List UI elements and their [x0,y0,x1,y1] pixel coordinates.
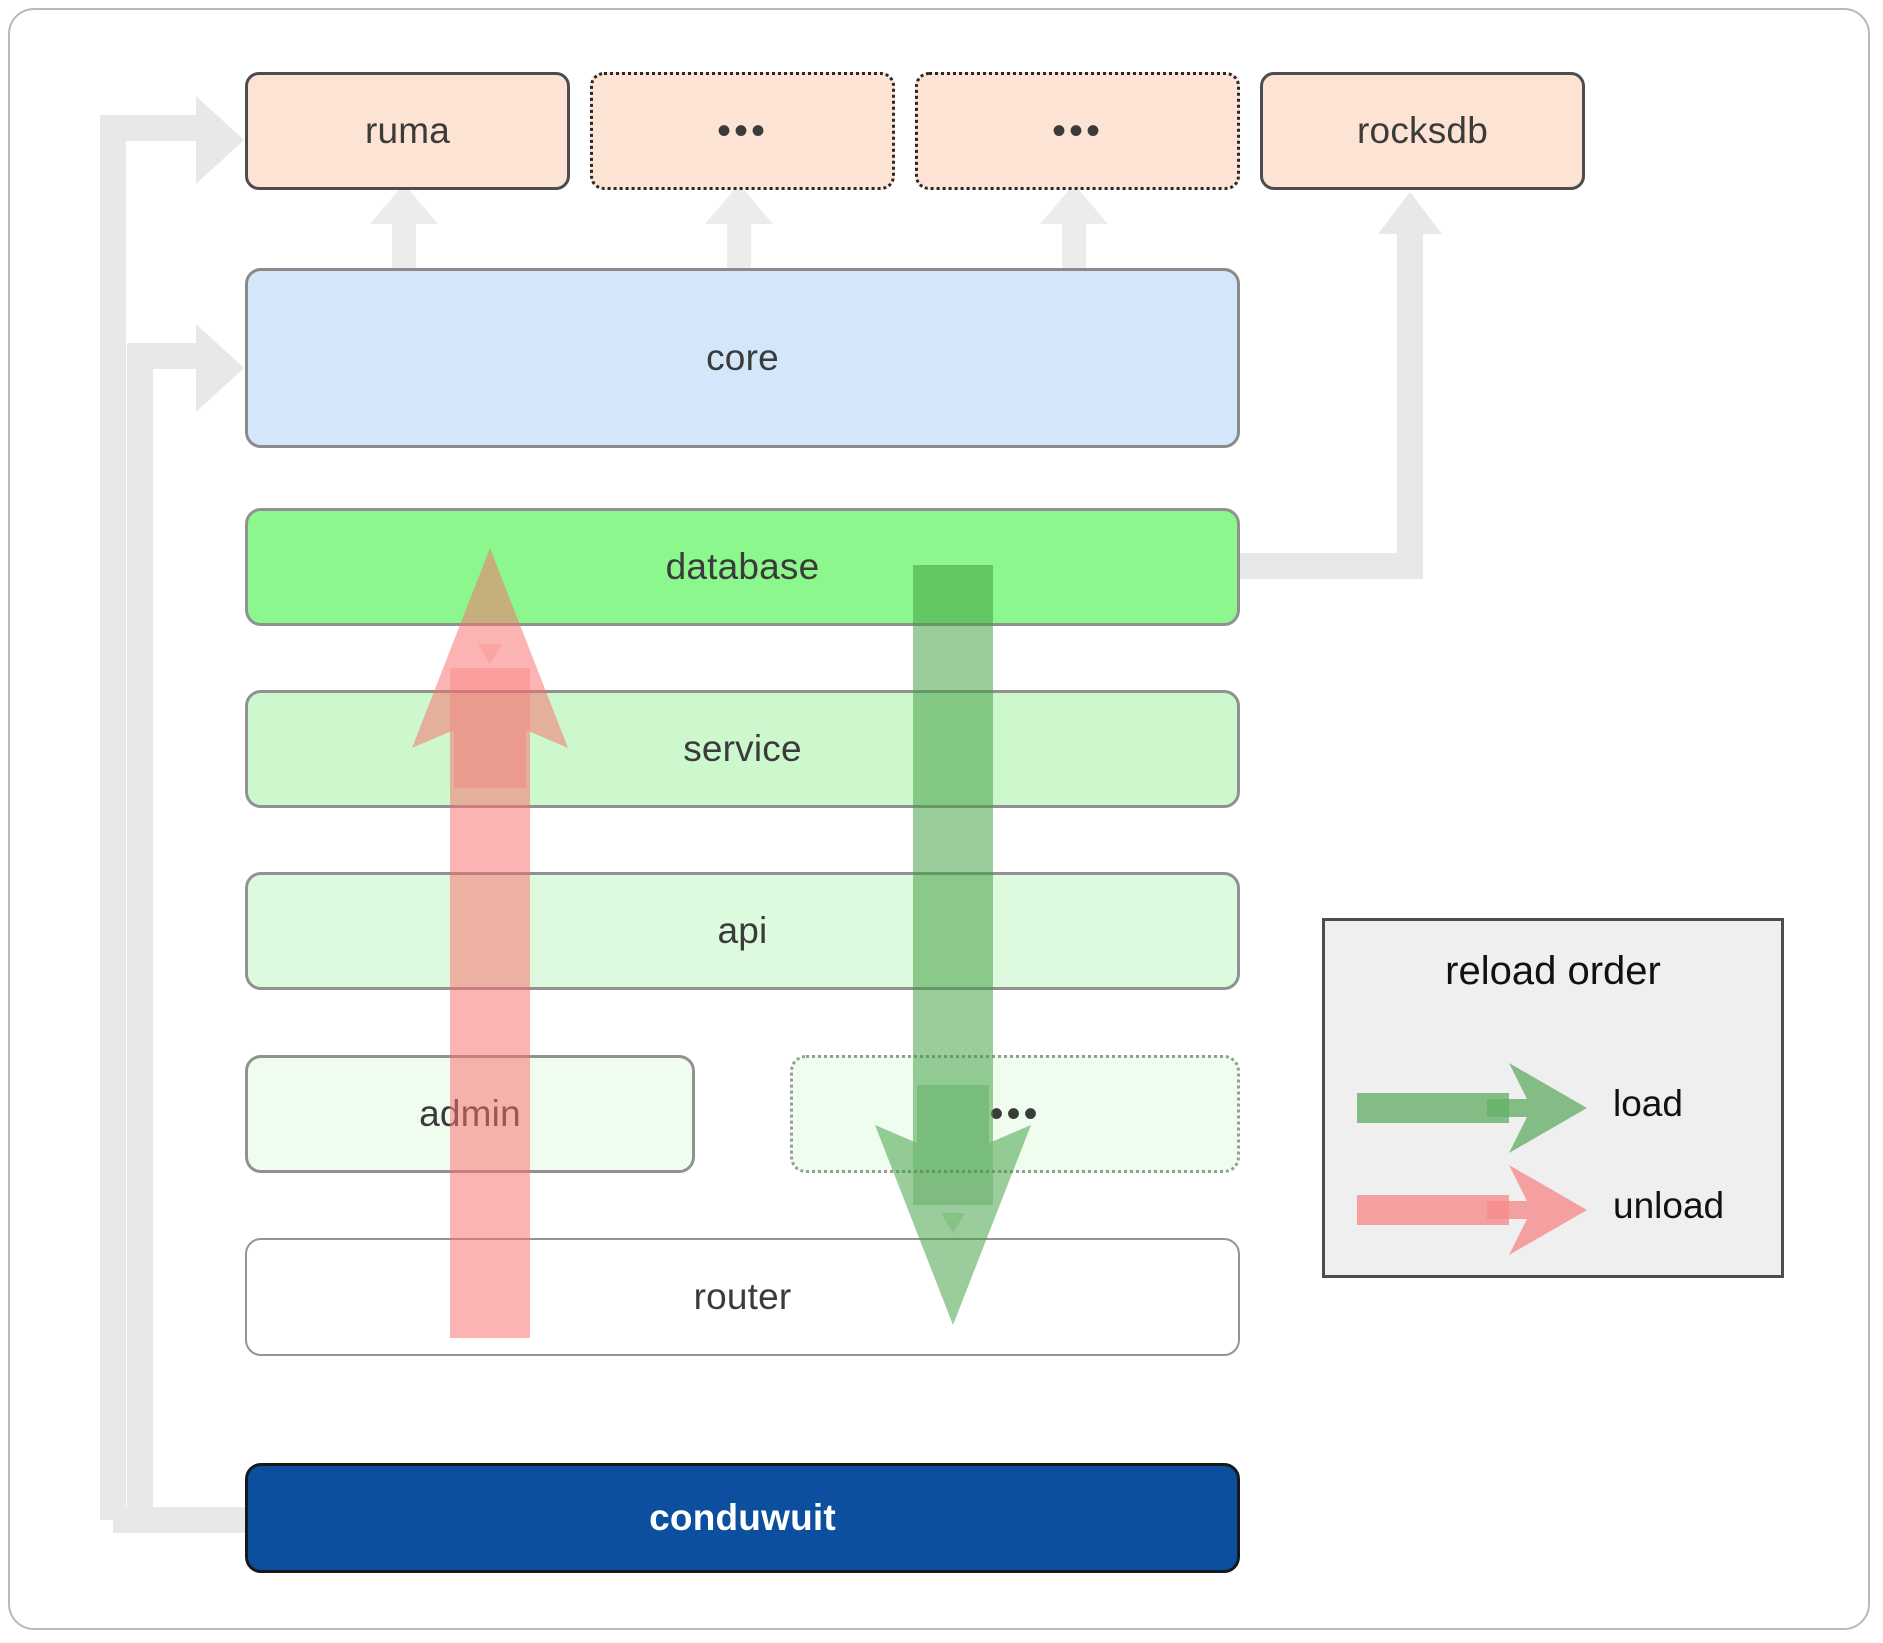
layer-box-ellipsis[interactable]: ••• [790,1055,1240,1173]
layer-box-admin[interactable]: admin [245,1055,695,1173]
layer-box-database[interactable]: database [245,508,1240,626]
root-label: conduwuit [649,1497,836,1538]
layer-label: admin [419,1093,521,1134]
dependency-label: rocksdb [1357,110,1488,151]
layer-label: router [693,1276,792,1317]
layer-box-core[interactable]: core [245,268,1240,448]
legend-panel: reload order load unload [1322,918,1784,1278]
root-box-conduwuit[interactable]: conduwuit [245,1463,1240,1573]
dependency-box-rocksdb[interactable]: rocksdb [1260,72,1585,190]
legend-load-arrow-icon [1357,1063,1587,1153]
layer-label: database [665,546,820,587]
layer-box-api[interactable]: api [245,872,1240,990]
legend-label-load: load [1613,1083,1683,1124]
layer-label: service [683,728,802,769]
ellipsis-label: ••• [716,109,768,153]
legend-title: reload order [1445,949,1661,993]
dependency-box-ellipsis-1[interactable]: ••• [590,72,895,190]
legend-unload-arrow-icon [1357,1165,1587,1255]
dependency-box-ellipsis-2[interactable]: ••• [915,72,1240,190]
ellipsis-label: ••• [989,1092,1041,1136]
dependency-label: ruma [364,110,451,151]
dependency-box-ruma[interactable]: ruma [245,72,570,190]
ellipsis-label: ••• [1051,109,1103,153]
legend-label-unload: unload [1613,1185,1725,1226]
layer-label: core [706,337,779,378]
layer-label: api [717,910,768,951]
layer-box-router[interactable]: router [245,1238,1240,1356]
layer-box-service[interactable]: service [245,690,1240,808]
